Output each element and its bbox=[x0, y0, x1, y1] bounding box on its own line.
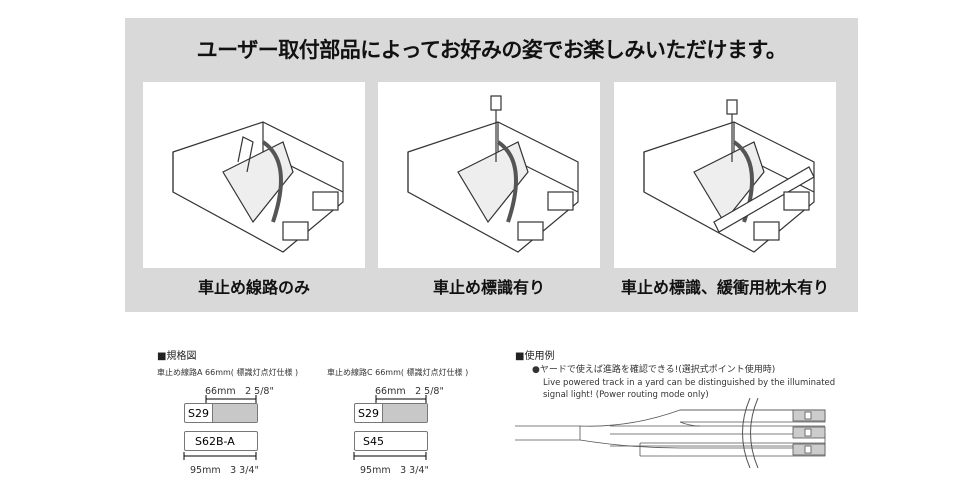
part-label: S62B-A bbox=[195, 434, 235, 448]
spec-c-bottom-dim: 95mm 3 3/4" bbox=[360, 465, 429, 476]
bumper-image-plain bbox=[143, 82, 365, 268]
spec-a-title: 車止め線路A 66mm( 標識灯点灯仕様 ) bbox=[157, 368, 299, 377]
banner-title: ユーザー取付部品によってお好みの姿でお楽しみいただけます。 bbox=[196, 38, 787, 62]
spec-a-part-s62b: S62B-A bbox=[184, 431, 258, 451]
part-label: S29 bbox=[188, 406, 209, 420]
usage-en-1: Live powered track in a yard can be dist… bbox=[543, 378, 836, 388]
spec-c-top-dim: 66mm 2 5/8" bbox=[375, 386, 444, 397]
feature-banner: ユーザー取付部品によってお好みの姿でお楽しみいただけます。 車止め線路のみ 車止… bbox=[125, 18, 858, 312]
usage-heading: ■使用例 bbox=[515, 351, 555, 362]
caption-plain: 車止め線路のみ bbox=[197, 278, 310, 297]
caption-signal: 車止め標識有り bbox=[432, 278, 545, 297]
spec-c-part-s29: S29 bbox=[354, 403, 428, 423]
spec-a-bottom-dim: 95mm 3 3/4" bbox=[190, 465, 259, 476]
spec-a-dim-lines bbox=[183, 395, 257, 460]
specs-heading: ■規格図 bbox=[157, 351, 197, 362]
usage-en-2: signal light! (Power routing mode only) bbox=[543, 390, 709, 400]
bumper-image-signal-sleeper bbox=[614, 82, 836, 268]
part-label: S29 bbox=[358, 406, 379, 420]
spec-c-part-s45: S45 bbox=[354, 431, 428, 451]
spec-a-part-s29: S29 bbox=[184, 403, 258, 423]
yard-track-diagram bbox=[515, 398, 826, 468]
usage-jp: ●ヤードで使えば進路を確認できる!(選択式ポイント使用時) bbox=[532, 365, 776, 375]
spec-c-title: 車止め線路C 66mm( 標識灯点灯仕様 ) bbox=[327, 368, 469, 377]
caption-signal-sleeper: 車止め標識、緩衝用枕木有り bbox=[620, 278, 829, 297]
part-label: S45 bbox=[363, 434, 384, 448]
spec-a-top-dim: 66mm 2 5/8" bbox=[205, 386, 274, 397]
spec-c-dim-lines bbox=[353, 395, 427, 460]
bumper-image-signal bbox=[378, 82, 600, 268]
